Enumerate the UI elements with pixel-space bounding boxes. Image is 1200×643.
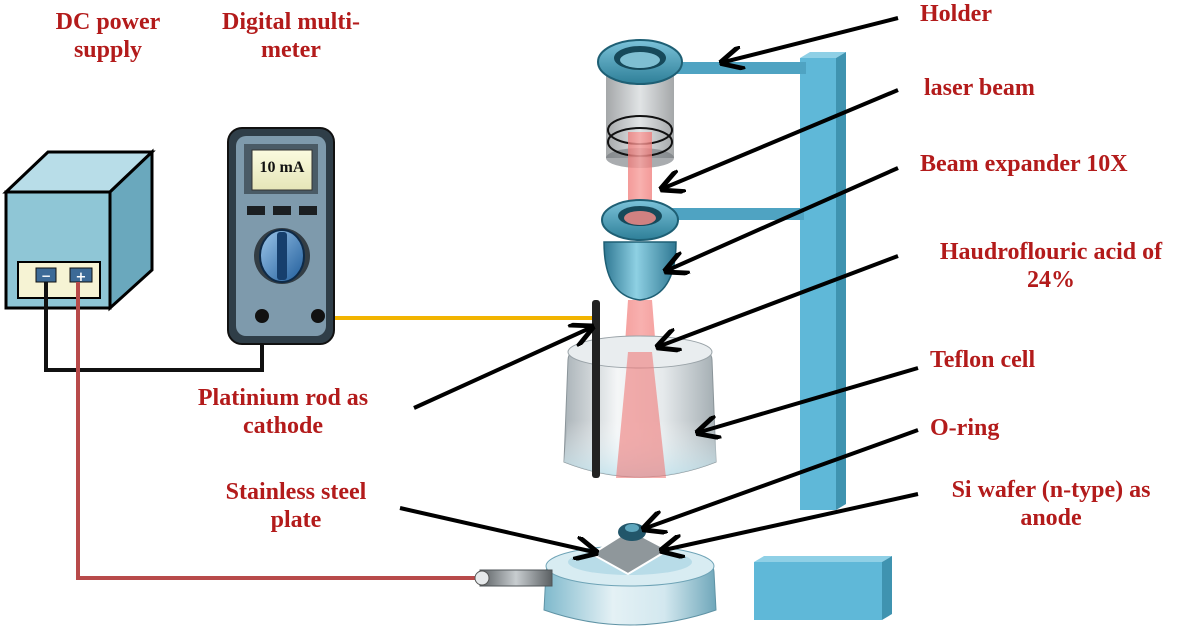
com-jack bbox=[255, 309, 269, 323]
arrow-stainless-plate bbox=[399, 506, 594, 552]
connector-rod bbox=[479, 569, 553, 587]
stainless-base bbox=[474, 523, 717, 626]
label-digital-multimeter: Digital multi- meter bbox=[222, 9, 360, 63]
holder-stand bbox=[670, 52, 892, 620]
label-stainless-steel-plate: Stainless steel plate bbox=[225, 479, 367, 533]
stand-base bbox=[754, 562, 882, 620]
digital-multimeter: 10 mA bbox=[227, 127, 335, 345]
arrow-o-ring bbox=[646, 428, 919, 528]
label-si-wafer: Si wafer (n-type) as anode bbox=[951, 477, 1151, 531]
platinum-rod bbox=[592, 300, 600, 478]
meter-reading: 10 mA bbox=[260, 159, 305, 176]
dc-power-supply: − + bbox=[2, 148, 156, 312]
arrow-holder bbox=[724, 16, 899, 62]
positive-terminal bbox=[69, 267, 93, 283]
arrow-beam-expander bbox=[668, 166, 899, 270]
label-platinum-rod: Platinium rod as cathode bbox=[197, 385, 369, 439]
label-dc-power-supply: DC power supply bbox=[55, 9, 161, 63]
pointer-arrows bbox=[399, 16, 919, 552]
arrow-platinum-rod bbox=[413, 328, 590, 410]
arrow-si-wafer bbox=[664, 492, 919, 550]
red-wire bbox=[76, 282, 482, 580]
arrow-laser-beam bbox=[664, 88, 899, 188]
ma-jack bbox=[311, 309, 325, 323]
beam-expander bbox=[601, 199, 679, 301]
label-teflon-cell: Teflon cell bbox=[930, 347, 1036, 373]
label-hf-acid: Haudroflouric acid of 24% bbox=[939, 239, 1163, 293]
label-beam-expander: Beam expander 10X bbox=[920, 151, 1128, 177]
label-laser-beam: laser beam bbox=[924, 75, 1035, 101]
positive-symbol: + bbox=[76, 270, 87, 285]
arrow-teflon-cell bbox=[700, 366, 919, 432]
teflon-cell bbox=[563, 335, 717, 478]
negative-symbol: − bbox=[41, 269, 51, 283]
laser-housing bbox=[597, 39, 683, 168]
label-o-ring: O-ring bbox=[930, 415, 1000, 441]
label-holder: Holder bbox=[920, 1, 992, 27]
arrow-hf-acid bbox=[660, 254, 899, 346]
